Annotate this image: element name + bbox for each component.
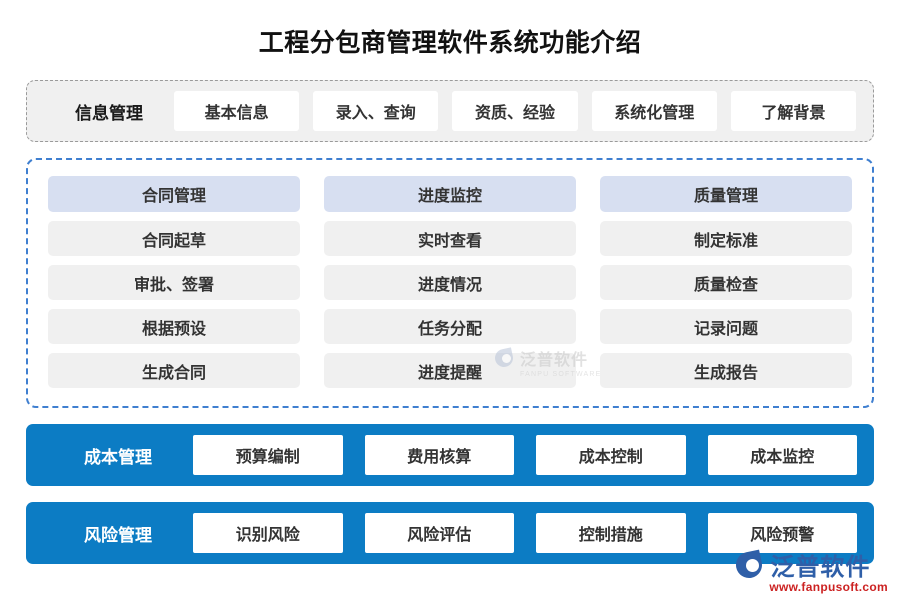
cost-management-label: 成本管理 <box>84 447 152 467</box>
cell-quality-record-issues[interactable]: 记录问题 <box>600 309 852 344</box>
cost-chip-expense-accounting[interactable]: 费用核算 <box>364 435 514 475</box>
cost-management-chip-list: 预算编制 费用核算 成本控制 成本监控 <box>193 435 857 475</box>
column-header-quality-management[interactable]: 质量管理 <box>600 176 852 212</box>
risk-management-bar: 风险管理 识别风险 风险评估 控制措施 风险预警 <box>26 502 874 564</box>
info-chip-basic-info[interactable]: 基本信息 <box>174 91 300 131</box>
cost-management-bar: 成本管理 预算编制 费用核算 成本控制 成本监控 <box>26 424 874 486</box>
info-management-chip-list: 基本信息 录入、查询 资质、经验 系统化管理 了解背景 <box>174 91 857 131</box>
column-header-progress-monitoring[interactable]: 进度监控 <box>324 176 576 212</box>
info-management-row: 信息管理 基本信息 录入、查询 资质、经验 系统化管理 了解背景 <box>26 80 874 142</box>
cost-chip-budget-preparation[interactable]: 预算编制 <box>193 435 343 475</box>
cost-chip-cost-control[interactable]: 成本控制 <box>536 435 686 475</box>
info-chip-systematic-management[interactable]: 系统化管理 <box>591 91 717 131</box>
cell-quality-inspection[interactable]: 质量检查 <box>600 265 852 300</box>
cell-contract-preset[interactable]: 根据预设 <box>48 309 300 344</box>
column-progress-monitoring: 进度监控 实时查看 进度情况 任务分配 进度提醒 <box>324 176 576 388</box>
risk-management-label: 风险管理 <box>84 525 152 545</box>
info-chip-entry-query[interactable]: 录入、查询 <box>313 91 439 131</box>
cell-quality-generate-report[interactable]: 生成报告 <box>600 353 852 388</box>
risk-management-chip-list: 识别风险 风险评估 控制措施 风险预警 <box>193 513 857 553</box>
cell-progress-reminder[interactable]: 进度提醒 <box>324 353 576 388</box>
page-title: 工程分包商管理软件系统功能介绍 <box>258 29 642 57</box>
cell-progress-task-assignment[interactable]: 任务分配 <box>324 309 576 344</box>
column-quality-management: 质量管理 制定标准 质量检查 记录问题 生成报告 <box>600 176 852 388</box>
column-header-contract-management[interactable]: 合同管理 <box>48 176 300 212</box>
bottom-right-watermark-url: www.fanpusoft.com <box>769 580 888 594</box>
cell-quality-set-standards[interactable]: 制定标准 <box>600 221 852 256</box>
risk-chip-risk-warning[interactable]: 风险预警 <box>707 513 857 553</box>
cell-progress-status[interactable]: 进度情况 <box>324 265 576 300</box>
cell-progress-realtime-view[interactable]: 实时查看 <box>324 221 576 256</box>
core-modules-columns: 合同管理 合同起草 审批、签署 根据预设 生成合同 进度监控 实时查看 进度情况… <box>48 176 852 388</box>
info-management-label: 信息管理 <box>75 103 143 123</box>
info-chip-understand-background[interactable]: 了解背景 <box>730 91 857 131</box>
core-modules-panel: 合同管理 合同起草 审批、签署 根据预设 生成合同 进度监控 实时查看 进度情况… <box>26 158 874 408</box>
column-contract-management: 合同管理 合同起草 审批、签署 根据预设 生成合同 <box>48 176 300 388</box>
risk-chip-risk-assessment[interactable]: 风险评估 <box>364 513 514 553</box>
cell-contract-drafting[interactable]: 合同起草 <box>48 221 300 256</box>
info-chip-qualification-experience[interactable]: 资质、经验 <box>452 91 578 131</box>
cost-chip-cost-monitoring[interactable]: 成本监控 <box>707 435 857 475</box>
cell-contract-generate[interactable]: 生成合同 <box>48 353 300 388</box>
risk-chip-control-measures[interactable]: 控制措施 <box>536 513 686 553</box>
cell-contract-approval-signing[interactable]: 审批、签署 <box>48 265 300 300</box>
risk-chip-identify-risk[interactable]: 识别风险 <box>193 513 343 553</box>
